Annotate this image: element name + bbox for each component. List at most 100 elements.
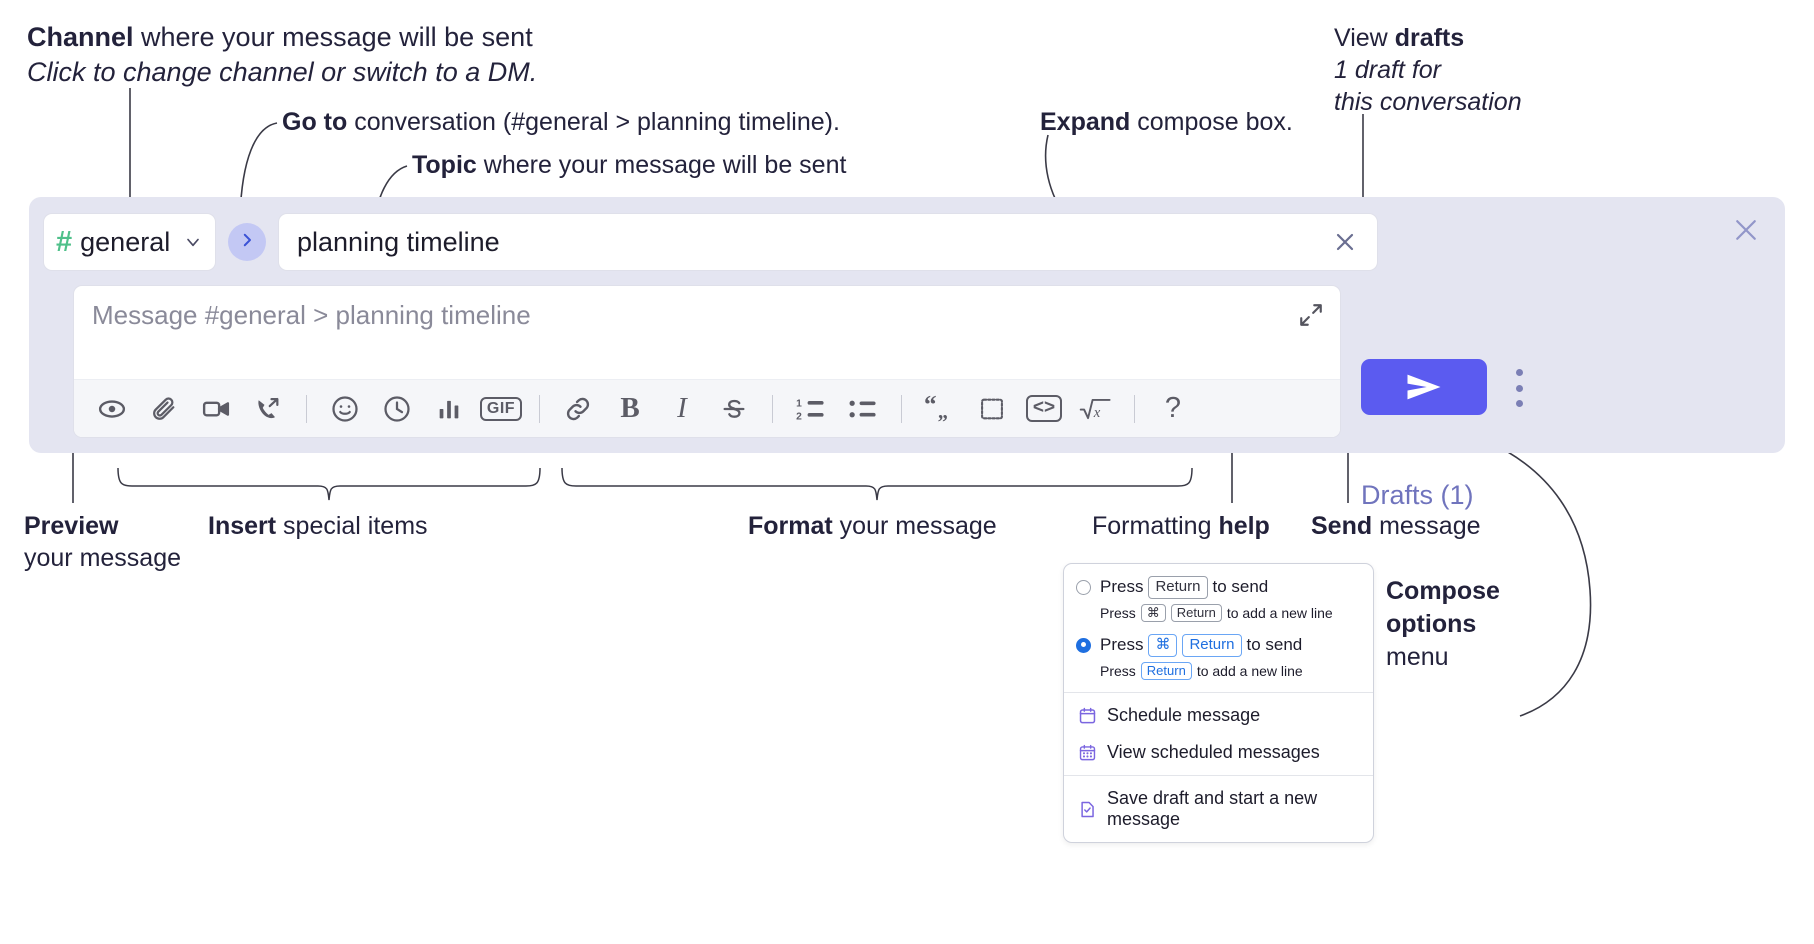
annotation-expand-rest: compose box. (1130, 108, 1293, 136)
topic-input[interactable]: planning timeline (278, 213, 1378, 271)
annotation-send-bold: Send (1311, 512, 1373, 540)
code-block-button[interactable] (969, 388, 1015, 430)
option-return-sub: Press ⌘ Return to add a new line (1064, 601, 1373, 626)
menu-item-schedule-message[interactable]: Schedule message (1064, 697, 1373, 734)
math-button[interactable]: x (1073, 388, 1119, 430)
annotation-send: Send message (1311, 510, 1481, 542)
hash-icon: # (56, 225, 73, 258)
option-suffix: to send (1212, 577, 1269, 597)
annotation-insert-bold: Insert (208, 512, 277, 540)
toolbar-divider (901, 394, 902, 423)
menu-item-label: Schedule message (1107, 705, 1261, 725)
document-check-icon (1078, 800, 1097, 819)
annotation-channel-bold: Channel (27, 22, 134, 52)
toolbar-divider (306, 394, 307, 423)
blockquote-button[interactable]: “ „ (917, 388, 963, 430)
emoji-button[interactable] (322, 388, 368, 430)
annotation-goto-bold: Go to (282, 108, 348, 136)
chevron-right-icon (238, 231, 256, 254)
menu-item-save-draft[interactable]: Save draft and start a new message (1064, 780, 1373, 838)
annotation-help-plain: Formatting (1092, 512, 1219, 540)
annotation-insert: Insert special items (208, 510, 428, 542)
annotation-drafts-line3: this conversation (1334, 88, 1522, 116)
annotation-channel-rest: where your message will be sent (133, 22, 533, 52)
option-label: Press Return to send (1100, 576, 1268, 599)
annotation-help-bold: help (1218, 512, 1270, 540)
annotation-compose-bold1: Compose (1386, 577, 1500, 605)
svg-text:“: “ (924, 394, 937, 418)
option-prefix: Press (1100, 577, 1144, 597)
draft-section: Save draft and start a new message (1064, 776, 1373, 842)
kebab-dot (1515, 400, 1523, 407)
expand-icon[interactable] (1294, 298, 1328, 332)
annotation-drafts: View drafts 1 draft for this conversatio… (1334, 22, 1544, 118)
annotation-preview-line2: your message (24, 544, 182, 572)
formatting-toolbar: GIF B I 1 (74, 379, 1340, 437)
send-button[interactable] (1361, 359, 1487, 415)
annotation-topic-rest: where your message will be sent (476, 151, 847, 179)
strikethrough-button[interactable] (711, 388, 757, 430)
svg-text:„: „ (938, 401, 948, 423)
annotation-goto: Go to conversation (#general > planning … (282, 106, 840, 138)
key-return: Return (1148, 576, 1208, 599)
radio-icon-selected[interactable] (1076, 637, 1091, 653)
sub-suffix: to add a new line (1226, 604, 1333, 621)
annotation-formatting-help: Formatting help (1092, 510, 1270, 542)
schedule-button[interactable] (374, 388, 420, 430)
inline-code-button[interactable]: <> (1021, 388, 1067, 430)
italic-button[interactable]: I (659, 388, 705, 430)
bulleted-list-button[interactable] (840, 388, 886, 430)
preview-button[interactable] (89, 388, 135, 430)
option-cmd-return-to-send[interactable]: Press ⌘ Return to send (1064, 632, 1373, 659)
annotation-expand-bold: Expand (1040, 108, 1131, 136)
key-return: Return (1140, 661, 1192, 680)
close-icon[interactable] (1331, 228, 1359, 256)
annotation-insert-rest: special items (276, 512, 428, 540)
key-command: ⌘ (1140, 603, 1166, 622)
compose-header-row: # general planning timeline (43, 213, 1378, 271)
svg-text:1: 1 (796, 398, 802, 409)
poll-button[interactable] (426, 388, 472, 430)
annotation-compose-plain: menu (1386, 643, 1449, 671)
annotation-format-rest: your message (832, 512, 997, 540)
code-icon: <> (1025, 395, 1063, 422)
annotation-format: Format your message (748, 510, 997, 542)
annotation-compose-bold2: options (1386, 610, 1477, 638)
menu-divider (1064, 775, 1373, 776)
channel-selector[interactable]: # general (43, 213, 216, 271)
calendar-icon (1078, 706, 1097, 725)
italic-icon: I (677, 392, 687, 424)
message-input-area[interactable]: Message #general > planning timeline (73, 285, 1341, 438)
gif-label: GIF (479, 396, 523, 421)
toolbar-divider (539, 394, 540, 423)
option-cmd-return-sub: Press Return to add a new line (1064, 659, 1373, 684)
sub-prefix: Press (1100, 662, 1136, 679)
annotation-channel: Channel where your message will be sent … (27, 20, 627, 89)
annotation-format-bold: Format (748, 512, 833, 540)
compose-options-menu: Press Return to send Press ⌘ Return to a… (1063, 563, 1374, 843)
option-return-to-send[interactable]: Press Return to send (1064, 574, 1373, 601)
drafts-link[interactable]: Drafts (1) (1361, 480, 1474, 510)
menu-item-view-scheduled-messages[interactable]: View scheduled messages (1064, 734, 1373, 771)
question-mark-icon: ? (1164, 392, 1182, 424)
link-button[interactable] (555, 388, 601, 430)
attach-button[interactable] (141, 388, 187, 430)
kebab-dot (1515, 369, 1523, 376)
option-prefix: Press (1100, 635, 1144, 655)
panel-close-button[interactable] (1731, 215, 1761, 245)
audio-clip-button[interactable] (245, 388, 291, 430)
radio-icon[interactable] (1076, 579, 1091, 595)
compose-options-button[interactable] (1507, 369, 1531, 407)
video-clip-button[interactable] (193, 388, 239, 430)
goto-conversation-button[interactable] (228, 223, 266, 261)
message-placeholder: Message #general > planning timeline (92, 300, 531, 330)
annotation-expand: Expand compose box. (1040, 106, 1293, 138)
bold-button[interactable]: B (607, 388, 653, 430)
formatting-help-button[interactable]: ? (1150, 388, 1196, 430)
option-suffix: to send (1246, 635, 1303, 655)
gif-button[interactable]: GIF (478, 388, 524, 430)
ordered-list-button[interactable]: 1 2 (788, 388, 834, 430)
annotation-topic-bold: Topic (412, 151, 477, 179)
